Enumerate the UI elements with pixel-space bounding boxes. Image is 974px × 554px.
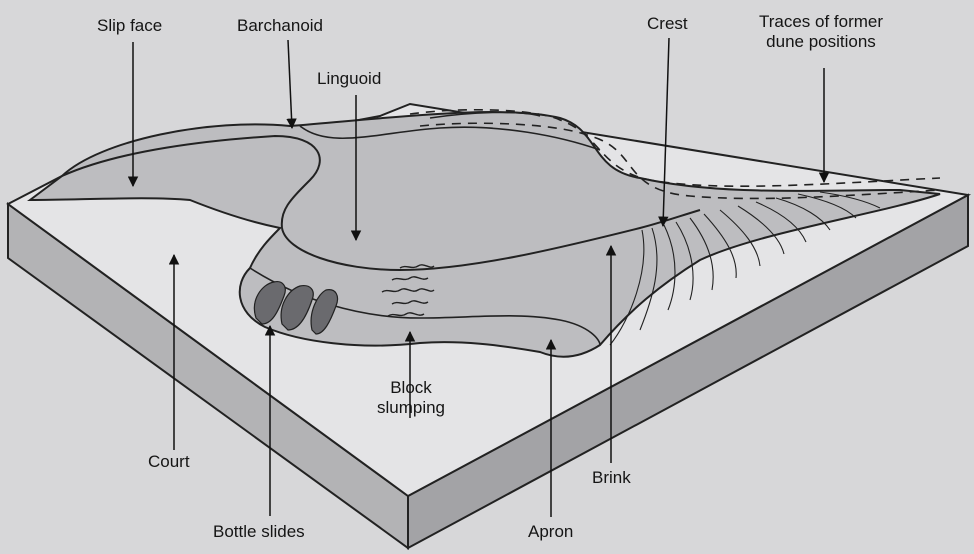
label-barchanoid: Barchanoid (237, 16, 323, 36)
label-traces-line1: Traces of former (736, 12, 906, 32)
label-slip-face: Slip face (97, 16, 162, 36)
label-block-slumping: Block slumping (368, 378, 454, 418)
label-traces-line2: dune positions (736, 32, 906, 52)
label-court: Court (148, 452, 190, 472)
label-block-line2: slumping (368, 398, 454, 418)
label-crest: Crest (647, 14, 688, 34)
label-apron: Apron (528, 522, 573, 542)
label-bottle-slides: Bottle slides (213, 522, 305, 542)
label-brink: Brink (592, 468, 631, 488)
arrow-barchanoid (288, 40, 292, 128)
label-block-line1: Block (368, 378, 454, 398)
label-traces: Traces of former dune positions (736, 12, 906, 52)
label-linguoid: Linguoid (317, 69, 381, 89)
